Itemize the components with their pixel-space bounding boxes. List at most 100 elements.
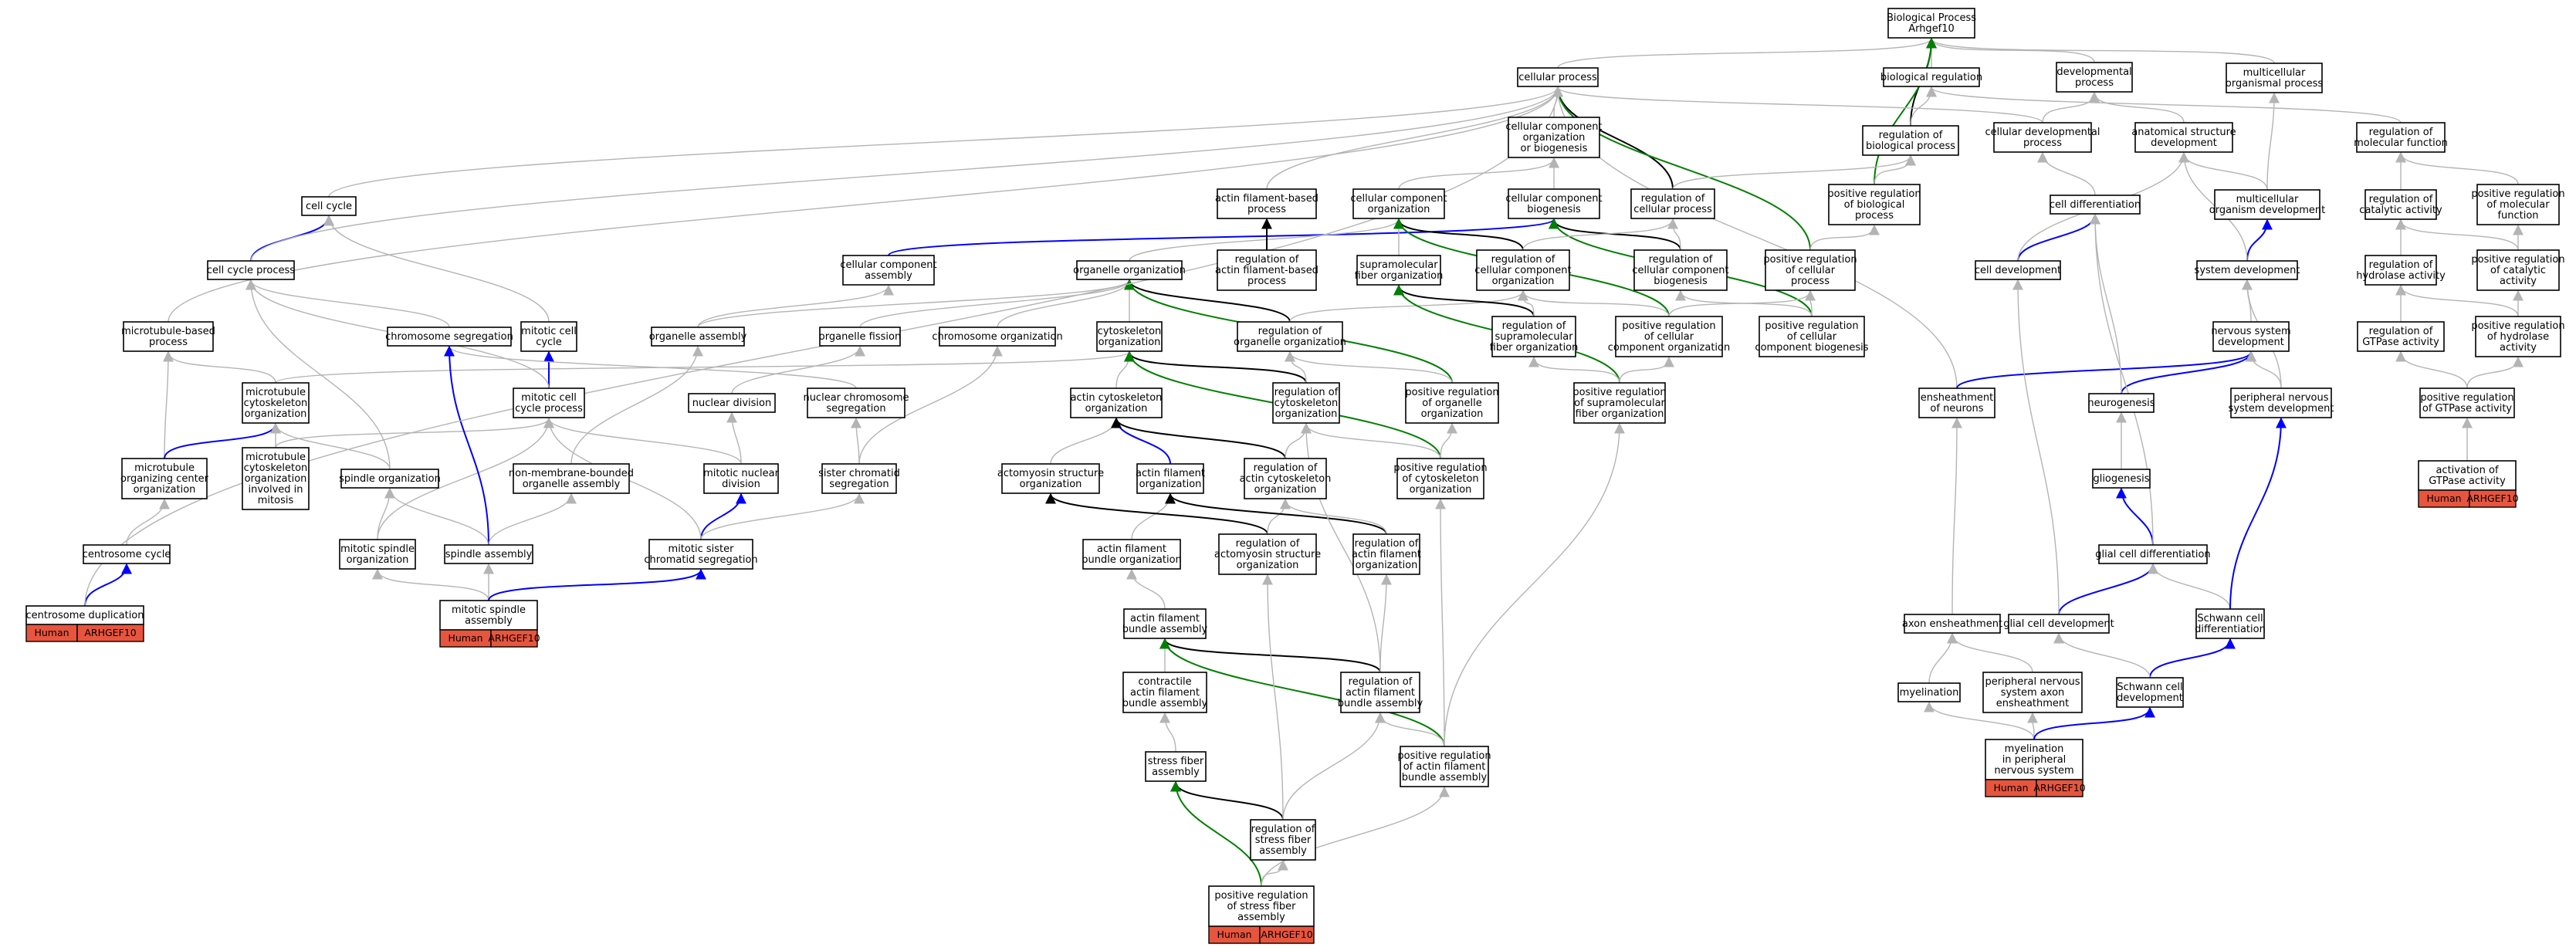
go-term-node[interactable]: centrosome cycle (83, 544, 171, 564)
edge-is-a (444, 345, 857, 389)
go-term-node[interactable]: axon ensheathment (1902, 614, 2002, 634)
go-term-node[interactable]: cell development (1975, 260, 2061, 280)
go-term-node[interactable]: cellular process (1517, 67, 1599, 87)
go-term-node[interactable]: organelle fission (819, 327, 901, 347)
go-term-node[interactable]: nuclear division (688, 393, 776, 413)
edge-is-a (697, 284, 894, 328)
go-term-node[interactable]: cell cycle process (207, 260, 295, 280)
go-term-node[interactable]: chromosome segregation (385, 327, 513, 347)
go-term-node[interactable]: spindle assembly (444, 544, 533, 564)
go-term-node[interactable]: biological regulation (1880, 67, 1982, 87)
go-term-node[interactable]: organelle organization (1073, 260, 1186, 280)
go-term-node[interactable]: cell differentiation (2050, 195, 2141, 215)
go-term-node[interactable]: glial cell development (2003, 614, 2114, 634)
go-term-node[interactable]: glial cell differentiation (2095, 544, 2211, 564)
go-term-node[interactable]: organelle assembly (649, 327, 747, 347)
go-term-node[interactable]: neurogenesis (2087, 393, 2155, 413)
go-term-box (1123, 608, 1207, 639)
go-term-node[interactable]: cell cycle (301, 196, 357, 216)
go-term-node[interactable]: myelination (1897, 682, 1961, 702)
go-term-node[interactable]: system development (2195, 260, 2300, 280)
edge-part-of (2229, 417, 2287, 610)
go-term-node[interactable]: spindle organization (339, 469, 441, 489)
go-term-box (1352, 188, 1445, 219)
go-term-node[interactable]: gliogenesis (2092, 469, 2151, 489)
go-term-node[interactable]: chromosome organization (932, 327, 1063, 347)
